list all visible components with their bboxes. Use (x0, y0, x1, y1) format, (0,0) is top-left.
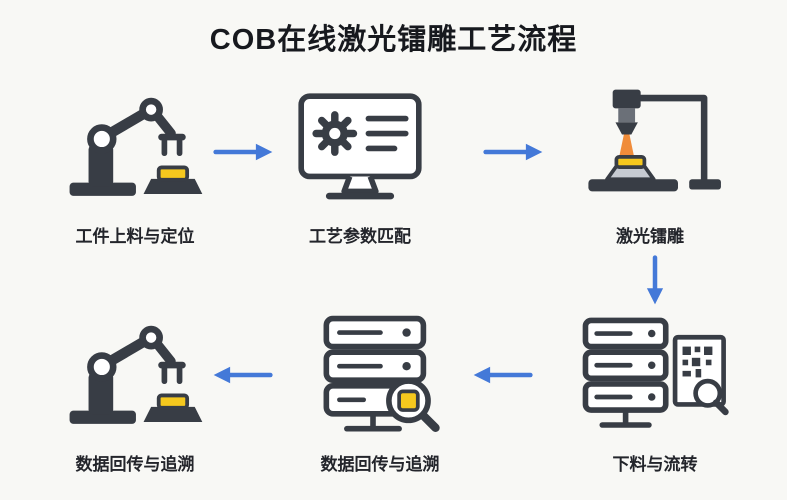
step-label: 激光镭雕 (616, 227, 684, 246)
step-unloading-transfer: 下料与流转 (570, 312, 740, 475)
arrow-right-icon (482, 140, 546, 164)
arrow-left-icon (470, 363, 534, 387)
step-workpiece-loading: 工件上料与定位 (50, 84, 220, 247)
step-label: 工件上料与定位 (75, 227, 195, 246)
step-parameter-matching: 工艺参数匹配 (275, 84, 445, 247)
page-title: COB在线激光镭雕工艺流程 (209, 24, 578, 56)
monitor-gear-icon (286, 84, 434, 212)
step-data-traceability: 数据回传与追溯 (295, 312, 465, 475)
step-label: 下料与流转 (612, 455, 698, 474)
arrow-right-icon (212, 140, 276, 164)
server-document-icon (576, 312, 734, 440)
step-label: 数据回传与追溯 (320, 455, 440, 474)
arrow-down-icon (643, 254, 667, 308)
step-laser-marking: 激光镭雕 (565, 84, 735, 247)
step-data-return: 数据回传与追溯 (50, 312, 220, 475)
step-label: 工艺参数匹配 (309, 227, 411, 246)
robot-arm-icon (60, 312, 210, 440)
step-label: 数据回传与追溯 (75, 455, 195, 474)
arrow-left-icon (210, 363, 274, 387)
laser-marker-icon (571, 84, 729, 212)
robot-arm-icon (60, 84, 210, 212)
server-search-icon (306, 312, 454, 440)
